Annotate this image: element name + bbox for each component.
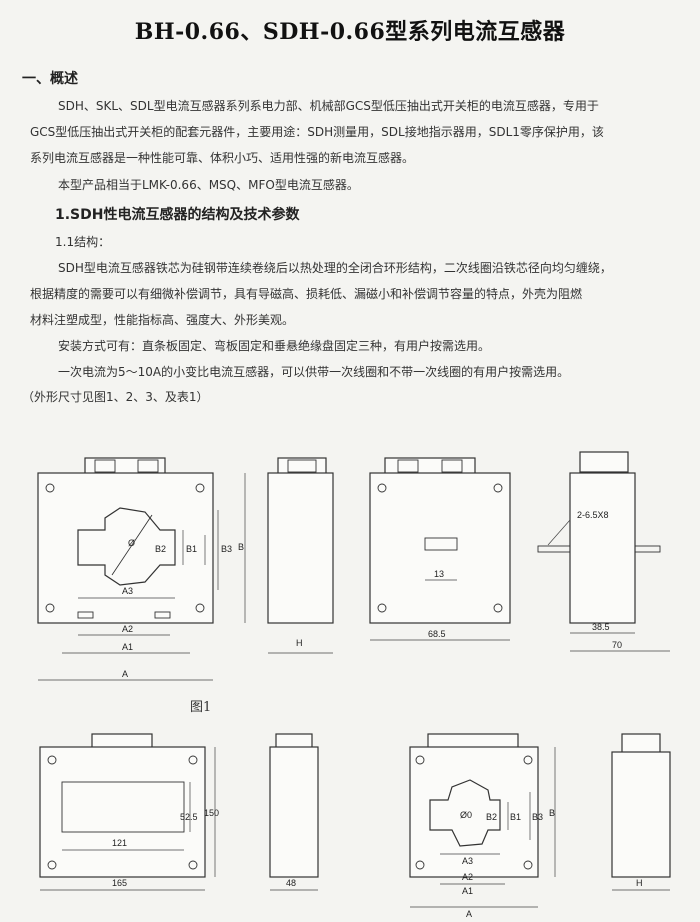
- figure3-front-view: [409, 733, 556, 908]
- figure-2-3-drawing: 121 165 52.5 150 48 A3 A2 A1 A B1 B2 B3 …: [39, 733, 671, 919]
- intro-line-4: 本型产品相当于LMK-0.66、MSQ、MFO型电流互感器。: [58, 178, 359, 192]
- figure2-side-view: [269, 733, 319, 891]
- fig1-label-a3: A3: [122, 586, 133, 596]
- figure-1-caption: 图1: [190, 700, 212, 715]
- fig1-dim-70: 70: [612, 640, 622, 650]
- section-heading-overview: 一、概述: [22, 71, 78, 87]
- intro-line-3: 系列电流互感器是一种性能可靠、体积小巧、适用性强的新电流互感器。: [30, 151, 415, 165]
- figure3-side-view: [611, 733, 671, 891]
- dimension-reference: （外形尺寸见图1、2、3、及表1）: [22, 390, 209, 404]
- fig3-label-a3: A3: [462, 856, 473, 866]
- fig1-label-a: A: [122, 669, 128, 679]
- fig1-dim-13: 13: [434, 569, 444, 579]
- intro-line-2: GCS型低压抽出式开关柜的配套元器件，主要用途：SDH测量用，SDL接地指示器用…: [30, 125, 604, 139]
- structure-line-2: 根据精度的需要可以有细微补偿调节，具有导磁高、损耗低、漏磁小和补偿调节容量的特点…: [30, 287, 583, 301]
- fig2-dim-150: 150: [204, 808, 219, 818]
- figure2-front-view: [39, 733, 216, 891]
- figure1-side-view-2: [537, 451, 670, 652]
- structure-line-3: 材料注塑成型，性能指标高、强度大、外形美观。: [30, 313, 295, 327]
- fig1-dim-38-5: 38.5: [592, 622, 610, 632]
- page-title: BH-0.66、SDH-0.66型系列电流互感器: [134, 19, 566, 45]
- fig3-label-b3: B3: [532, 812, 543, 822]
- fig3-label-b: B: [549, 808, 555, 818]
- figure1-front-view-2: [369, 457, 511, 641]
- section-heading-sdh: 1.SDH性电流互感器的结构及技术参数: [55, 207, 300, 223]
- fig3-label-a2: A2: [462, 872, 473, 882]
- fig3-label-a1: A1: [462, 886, 473, 896]
- fig1-dim-68-5: 68.5: [428, 629, 446, 639]
- fig3-label-phi: Ø0: [460, 810, 472, 820]
- figure-1-drawing: A3 A2 A1 A B1 B2 B3 B Ø H 13 68.5 2-6.5X…: [37, 451, 670, 681]
- fig2-dim-48: 48: [286, 878, 296, 888]
- figure1-side-view: [267, 457, 334, 654]
- fig3-label-b1: B1: [510, 812, 521, 822]
- fig1-side-label-h: H: [296, 638, 303, 648]
- small-ratio-text: 一次电流为5～10A的小变比电流互感器，可以供带一次线圈和不带一次线圈的有用户按…: [58, 365, 570, 379]
- fig3-side-label-h: H: [636, 878, 643, 888]
- fig1-label-a2: A2: [122, 624, 133, 634]
- fig3-label-b2: B2: [486, 812, 497, 822]
- fig1-label-b: B: [238, 542, 244, 552]
- fig2-dim-165: 165: [112, 878, 127, 888]
- fig2-dim-121: 121: [112, 838, 127, 848]
- figure1-front-view: [37, 457, 246, 681]
- fig1-label-b2: B2: [155, 544, 166, 554]
- structure-label: 1.1结构：: [55, 235, 111, 249]
- fig1-label-phi: Ø: [128, 538, 135, 548]
- fig3-label-a: A: [466, 909, 472, 919]
- fig1-label-b3: B3: [221, 544, 232, 554]
- fig2-dim-52-5: 52.5: [180, 812, 198, 822]
- fig1-label-a1: A1: [122, 642, 133, 652]
- install-text: 安装方式可有：直条板固定、弯板固定和垂悬绝缘盘固定三种，有用户按需选用。: [58, 339, 491, 353]
- intro-line-1: SDH、SKL、SDL型电流互感器系列系电力部、机械部GCS型低压抽出式开关柜的…: [58, 99, 599, 113]
- fig1-label-b1: B1: [186, 544, 197, 554]
- fig1-dim-slot: 2-6.5X8: [577, 510, 609, 520]
- structure-line-1: SDH型电流互感器铁芯为硅钢带连续卷绕后以热处理的全闭合环形结构，二次线圈沿铁芯…: [58, 261, 612, 275]
